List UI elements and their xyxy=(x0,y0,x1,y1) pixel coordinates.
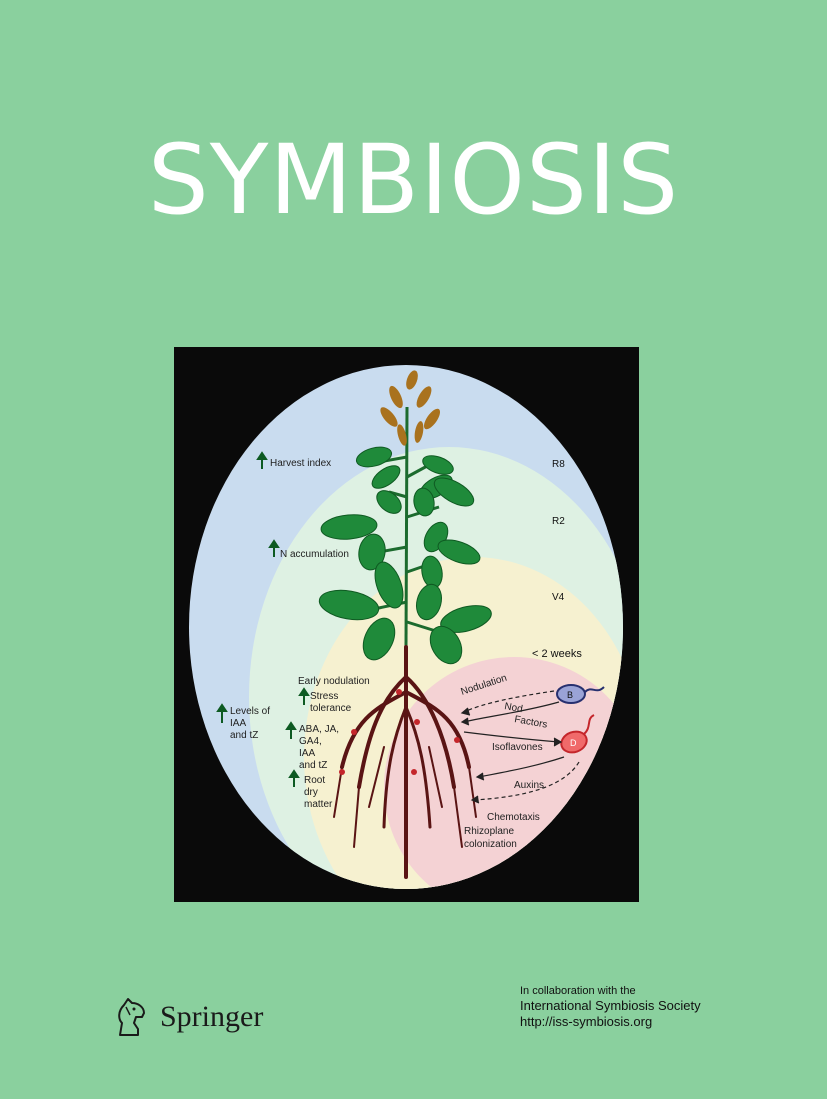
label-auxins: Auxins xyxy=(514,780,544,791)
collab-society: International Symbiosis Society xyxy=(520,998,701,1013)
collab-url[interactable]: http://iss-symbiosis.org xyxy=(520,1014,653,1029)
stage-r8: R8 xyxy=(552,459,565,470)
bacterium-b-label: B xyxy=(567,690,573,700)
stage-r2: R2 xyxy=(552,516,565,527)
label-hormones-4: and tZ xyxy=(299,760,327,771)
bacterium-b-icon: B xyxy=(556,684,605,704)
bacterium-d-icon: D xyxy=(560,714,595,754)
label-isoflavones: Isoflavones xyxy=(492,742,543,753)
label-rhizoplane-2: colonization xyxy=(464,839,517,850)
label-rhizoplane-1: Rhizoplane xyxy=(464,826,514,837)
publisher-logo: Springer xyxy=(112,995,263,1039)
label-hormones-1: ABA, JA, xyxy=(299,724,339,735)
label-stress-2: tolerance xyxy=(310,703,352,714)
label-levels-2: IAA xyxy=(230,718,246,729)
label-chemotaxis: Chemotaxis xyxy=(487,812,540,823)
label-root-1: Root xyxy=(304,775,325,786)
up-arrow-icons xyxy=(216,451,310,787)
label-root-2: dry xyxy=(304,787,318,798)
collab-intro: In collaboration with the xyxy=(520,985,636,997)
label-hormones-3: IAA xyxy=(299,748,315,759)
label-n-accumulation: N accumulation xyxy=(280,549,349,560)
signal-arrows xyxy=(460,690,580,804)
root-nodules xyxy=(339,689,460,775)
label-root-3: matter xyxy=(304,799,333,810)
label-hormones-2: GA4, xyxy=(299,736,322,747)
label-stress-1: Stress xyxy=(310,691,338,702)
stage-early: < 2 weeks xyxy=(532,648,582,660)
publisher-name: Springer xyxy=(160,1000,264,1033)
plant-leaves xyxy=(318,446,492,665)
bacterium-d-label: D xyxy=(570,738,577,748)
cover-illustration: R8 R2 V4 < 2 weeks Harvest index N accum… xyxy=(174,347,639,902)
plant-symbiosis-diagram: R8 R2 V4 < 2 weeks Harvest index N accum… xyxy=(189,365,623,889)
stage-v4: V4 xyxy=(552,592,565,603)
collaboration-note: In collaboration with the International … xyxy=(520,984,701,1030)
label-levels-1: Levels of xyxy=(230,706,270,717)
journal-title: SYMBIOSIS xyxy=(147,124,680,236)
label-nod: Nod xyxy=(503,701,523,715)
seed-pods xyxy=(380,370,441,446)
plant-roots xyxy=(333,645,477,879)
label-harvest-index: Harvest index xyxy=(270,458,331,469)
horse-head-icon xyxy=(118,998,145,1036)
label-levels-3: and tZ xyxy=(230,730,258,741)
label-early-nodulation: Early nodulation xyxy=(298,676,370,687)
